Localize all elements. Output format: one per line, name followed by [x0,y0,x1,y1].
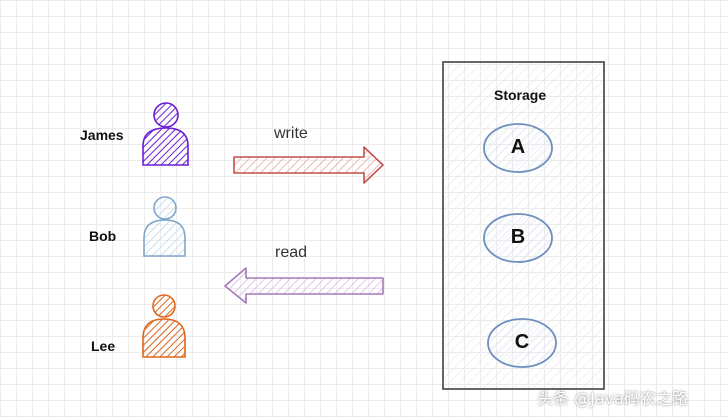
read-label: read [275,244,308,261]
storage-node-a [483,123,553,173]
node-label-b: B [510,226,526,248]
write-arrow [233,146,384,184]
user-label-lee: Lee [91,338,116,354]
user-label-james: James [80,127,124,143]
node-label-c: C [514,331,530,353]
read-arrow [224,267,384,304]
node-label-a: A [510,136,526,158]
storage-node-c [487,318,557,368]
person-icon-lee [142,294,186,358]
storage-node-b [483,213,553,263]
user-label-bob: Bob [89,228,117,244]
storage-title: Storage [494,87,547,103]
watermark: 头条 @Java码农之路 [537,389,688,408]
person-icon-james [142,102,189,166]
person-icon-bob [143,196,186,257]
write-label: write [274,125,308,142]
